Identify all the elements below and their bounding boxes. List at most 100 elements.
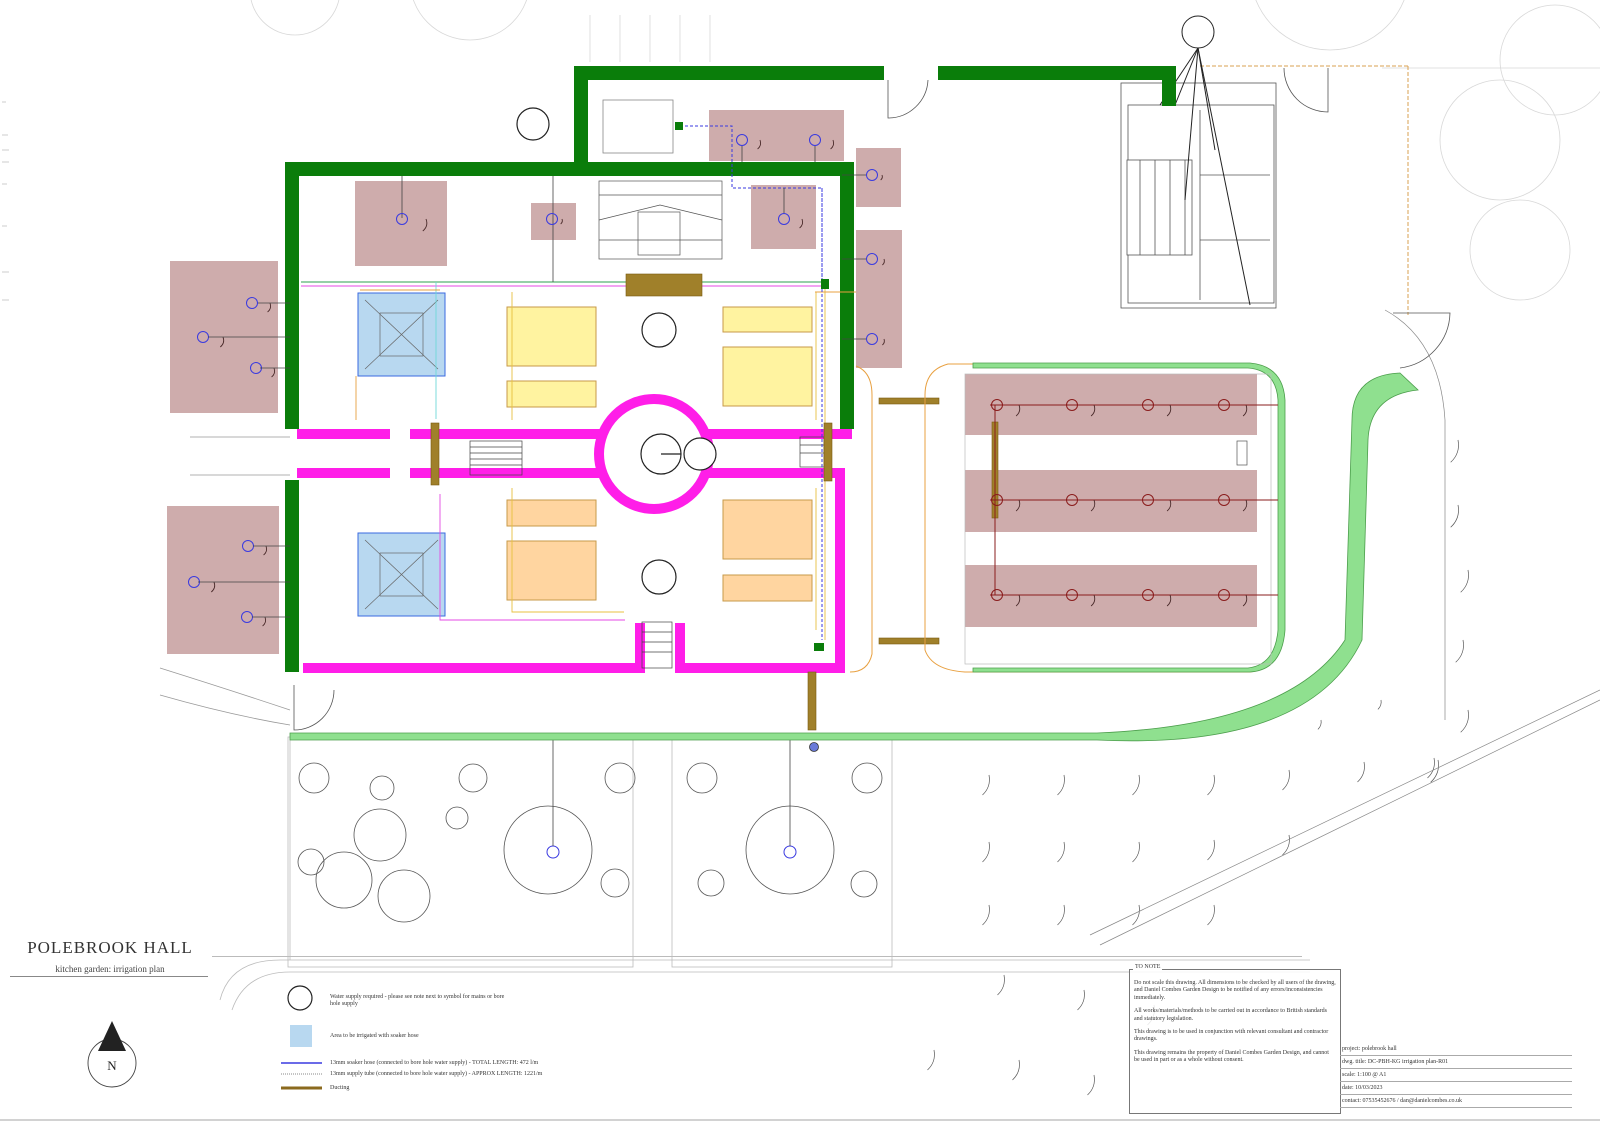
tree-emitter (809, 134, 821, 146)
tree-canopy (799, 218, 804, 229)
tree-canopy (263, 545, 268, 556)
shed-supply-fan (1159, 15, 1251, 306)
woodland-tree (1427, 757, 1435, 779)
legend-ducting-label: Ducting (330, 1085, 350, 1091)
woodland-tree (982, 904, 990, 926)
woodland-tree (1450, 504, 1459, 528)
tree (866, 253, 885, 266)
tree-feed-lines (401, 176, 554, 282)
woodland-tree (1317, 719, 1322, 730)
tree-emitter (991, 399, 1003, 411)
tree (1218, 589, 1248, 607)
outer-garden-wall-light (289, 372, 1419, 742)
tree (736, 134, 762, 150)
east-garden-inner-box (964, 373, 1272, 665)
tree-canopy (882, 338, 885, 346)
woodland-tree (927, 1049, 935, 1071)
woodland-tree (1282, 769, 1290, 791)
notes-heading: TO NOTE (1133, 964, 1163, 970)
woodland-tree (1132, 774, 1140, 796)
tree-canopy (1166, 594, 1172, 607)
tree (1066, 494, 1096, 512)
tree-emitter (246, 297, 258, 309)
tree (546, 213, 563, 225)
tree-canopy (271, 367, 276, 378)
tree (246, 297, 272, 313)
legend (281, 985, 322, 1090)
east-garden-green-edge (972, 362, 1286, 673)
tree-emitter (736, 134, 748, 146)
tree-emitter (1142, 589, 1154, 601)
woodland-tree (1460, 709, 1469, 733)
potting-shed (1120, 82, 1277, 309)
woodland-tree (1455, 639, 1464, 663)
tree-emitter (1218, 494, 1230, 506)
gates (293, 67, 1451, 731)
tree (1218, 399, 1248, 417)
title-extension-rule (212, 956, 1302, 957)
tree (1142, 494, 1172, 512)
tree-emitter (1066, 494, 1078, 506)
woodland-tree (1282, 834, 1290, 856)
north-arrow: N (87, 1021, 137, 1088)
legend-water-supply-label: Water supply required - please see note … (330, 994, 505, 1007)
tree (866, 333, 885, 346)
lawn-trees (297, 762, 883, 923)
woodland-tree (1057, 841, 1065, 863)
tree-zone (531, 203, 576, 240)
info-dwg-title: dwg. title: DC-PBH-KG irrigation plan-R0… (1340, 1056, 1572, 1069)
supply-tube-north (1200, 65, 1409, 315)
info-project: project: polebrook hall (1340, 1043, 1572, 1056)
woodland-tree (1087, 1074, 1095, 1096)
tree-emitter (1218, 589, 1230, 601)
tree (991, 494, 1021, 512)
tree-canopy (1090, 499, 1096, 512)
tree (1066, 399, 1096, 417)
info-scale: scale: 1:100 @ A1 (1340, 1069, 1572, 1082)
drawing-title: POLEBROOK HALL (27, 938, 193, 957)
woodland-tree (1132, 841, 1140, 863)
irrigated-trees (188, 134, 1248, 627)
cold-frame (602, 99, 674, 154)
tree-canopy (267, 302, 272, 313)
drawing-title-block: POLEBROOK HALL kitchen garden: irrigatio… (10, 938, 210, 974)
tree-canopy (220, 336, 225, 348)
tree-canopy (422, 218, 428, 232)
tree-feed-spurs (198, 146, 866, 618)
tree-zone (709, 110, 844, 161)
drawing-subtitle: kitchen garden: irrigation plan (55, 964, 165, 974)
notes-box: TO NOTE Do not scale this drawing. All d… (1129, 964, 1341, 1114)
north-label: N (107, 1058, 117, 1073)
margin-annotation-marks (2, 101, 9, 301)
tree-canopy (1090, 594, 1096, 607)
tree-irrigation-zones (167, 110, 1257, 654)
tree-zone (965, 565, 1257, 627)
tree (866, 169, 883, 181)
tree-emitter (1142, 494, 1154, 506)
tree-canopy (1166, 499, 1172, 512)
tree-emitter (991, 589, 1003, 601)
tree (991, 589, 1021, 607)
tree (396, 213, 428, 232)
tree-canopy (1015, 594, 1021, 607)
tree-zone (355, 181, 447, 266)
tree-emitter (1142, 399, 1154, 411)
legend-supply-tube-label: 13mm supply tube (connected to bore hole… (330, 1071, 543, 1077)
boundary-water-point (809, 742, 819, 752)
tree (1142, 399, 1172, 417)
tree-canopy (1015, 499, 1021, 512)
tree-emitter (546, 213, 558, 225)
tree-emitter (866, 169, 878, 181)
tree (1142, 589, 1172, 607)
info-date: date: 10/03/2023 (1340, 1082, 1572, 1095)
tree-canopy (211, 581, 216, 593)
tree (1066, 589, 1096, 607)
tree-canopy (882, 258, 885, 266)
info-contact: contact: 07535452676 / dan@danielcombes.… (1340, 1095, 1572, 1108)
soaker-hose-areas (357, 292, 446, 617)
tree-canopy (1015, 404, 1021, 417)
drain-block (1236, 440, 1248, 466)
note-paragraph-4: This drawing remains the property of Dan… (1134, 1049, 1329, 1064)
steps (469, 436, 825, 669)
